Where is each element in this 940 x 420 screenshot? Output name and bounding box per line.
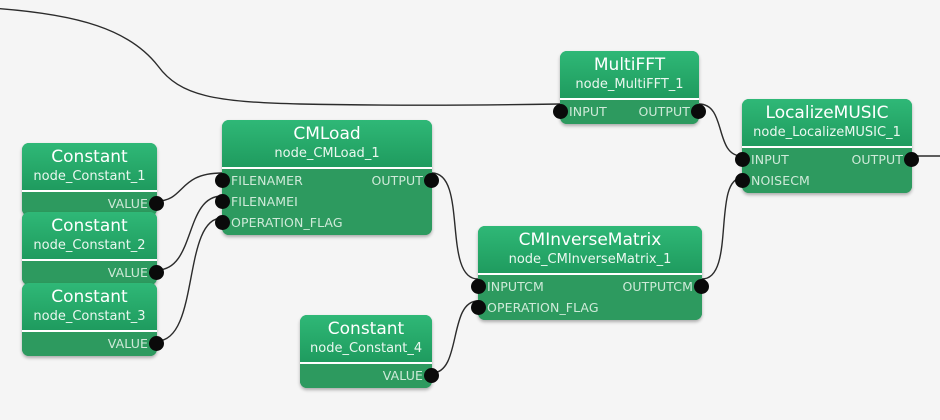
node-body: INPUT OUTPUT <box>553 100 706 124</box>
node-instance-name: node_CMLoad_1 <box>274 146 380 161</box>
port-label: FILENAMEI <box>231 194 298 209</box>
node-title: MultiFFT <box>593 55 666 75</box>
node-header[interactable]: CMLoad node_CMLoad_1 <box>222 120 432 169</box>
connection-wire[interactable] <box>431 172 479 280</box>
node-header[interactable]: Constant node_Constant_3 <box>22 283 157 332</box>
port-label: VALUE <box>107 336 148 351</box>
connection-wire[interactable] <box>431 300 479 374</box>
output-port-connector-icon[interactable] <box>691 104 706 119</box>
output-port-row[interactable]: VALUE <box>22 262 164 283</box>
node-instance-name: node_Constant_4 <box>310 341 423 356</box>
input-port-row[interactable]: FILENAMEI <box>215 191 432 212</box>
port-label: VALUE <box>382 368 423 383</box>
node-title: CMLoad <box>293 124 361 144</box>
port-row[interactable]: INPUTCM OUTPUTCM <box>471 276 709 297</box>
node-body: FILENAMER OUTPUT FILENAMEI OPERATION_FLAG <box>215 169 439 235</box>
output-port-connector-icon[interactable] <box>149 336 164 351</box>
node-instance-name: node_Constant_1 <box>33 169 146 184</box>
node-body: VALUE <box>22 332 164 356</box>
node-instance-name: node_LocalizeMUSIC_1 <box>753 125 901 140</box>
port-label: VALUE <box>107 196 148 211</box>
port-label: NOISECM <box>751 173 810 188</box>
port-label: OUTPUTCM <box>622 279 693 294</box>
node-header[interactable]: LocalizeMUSIC node_LocalizeMUSIC_1 <box>742 99 912 148</box>
output-port-row[interactable]: VALUE <box>22 333 164 354</box>
output-port-connector-icon[interactable] <box>904 152 919 167</box>
port-label: INPUT <box>569 104 607 119</box>
connection-wire[interactable] <box>701 177 743 280</box>
input-port-connector-icon[interactable] <box>471 279 486 294</box>
node-instance-name: node_Constant_3 <box>33 309 146 324</box>
node-title: Constant <box>51 147 128 167</box>
port-label: OUTPUT <box>638 104 690 119</box>
input-port-row[interactable]: OPERATION_FLAG <box>215 212 432 233</box>
node-title: LocalizeMUSIC <box>765 103 889 123</box>
node-header[interactable]: MultiFFT node_MultiFFT_1 <box>560 51 699 100</box>
input-port-row[interactable]: NOISECM <box>735 170 912 191</box>
port-label: OUTPUT <box>371 173 423 188</box>
node-header[interactable]: Constant node_Constant_1 <box>22 143 157 192</box>
node-body: INPUTCM OUTPUTCM OPERATION_FLAG <box>471 275 709 320</box>
output-port-connector-icon[interactable] <box>694 279 709 294</box>
port-label: OUTPUT <box>851 152 903 167</box>
node-header[interactable]: Constant node_Constant_2 <box>22 212 157 261</box>
node-instance-name: node_MultiFFT_1 <box>575 77 684 92</box>
connection-wire[interactable] <box>156 195 223 271</box>
node-title: Constant <box>327 319 405 339</box>
input-port-connector-icon[interactable] <box>215 215 230 230</box>
output-port-connector-icon[interactable] <box>424 368 439 383</box>
node-title: Constant <box>51 287 128 307</box>
input-port-connector-icon[interactable] <box>471 300 486 315</box>
output-port-row[interactable]: VALUE <box>22 193 164 214</box>
node-title: Constant <box>51 216 128 236</box>
port-row[interactable]: INPUT OUTPUT <box>553 101 706 122</box>
port-label: INPUT <box>751 152 789 167</box>
output-port-row[interactable]: VALUE <box>300 365 439 386</box>
input-port-connector-icon[interactable] <box>215 194 230 209</box>
connection-wire[interactable] <box>156 172 223 202</box>
node-body: INPUT OUTPUT NOISECM <box>735 148 919 193</box>
connection-wire[interactable] <box>0 8 561 106</box>
node-body: VALUE <box>300 364 439 388</box>
port-row[interactable]: FILENAMER OUTPUT <box>215 170 439 191</box>
node-instance-name: node_CMInverseMatrix_1 <box>508 252 672 267</box>
port-label: INPUTCM <box>487 279 544 294</box>
port-label: OPERATION_FLAG <box>487 300 599 315</box>
output-port-connector-icon[interactable] <box>424 173 439 188</box>
input-port-connector-icon[interactable] <box>735 173 750 188</box>
node-instance-name: node_Constant_2 <box>33 238 146 253</box>
port-label: OPERATION_FLAG <box>231 215 343 230</box>
node-title: CMInverseMatrix <box>518 230 662 250</box>
port-label: FILENAMER <box>231 173 303 188</box>
input-port-row[interactable]: OPERATION_FLAG <box>471 297 702 318</box>
node-header[interactable]: CMInverseMatrix node_CMInverseMatrix_1 <box>478 226 702 275</box>
connection-wire[interactable] <box>156 217 223 342</box>
input-port-connector-icon[interactable] <box>553 104 568 119</box>
input-port-connector-icon[interactable] <box>215 173 230 188</box>
node-body: VALUE <box>22 261 164 285</box>
input-port-connector-icon[interactable] <box>735 152 750 167</box>
port-label: VALUE <box>107 265 148 280</box>
node-header[interactable]: Constant node_Constant_4 <box>300 315 432 364</box>
output-port-connector-icon[interactable] <box>149 265 164 280</box>
port-row[interactable]: INPUT OUTPUT <box>735 149 919 170</box>
output-port-connector-icon[interactable] <box>149 196 164 211</box>
